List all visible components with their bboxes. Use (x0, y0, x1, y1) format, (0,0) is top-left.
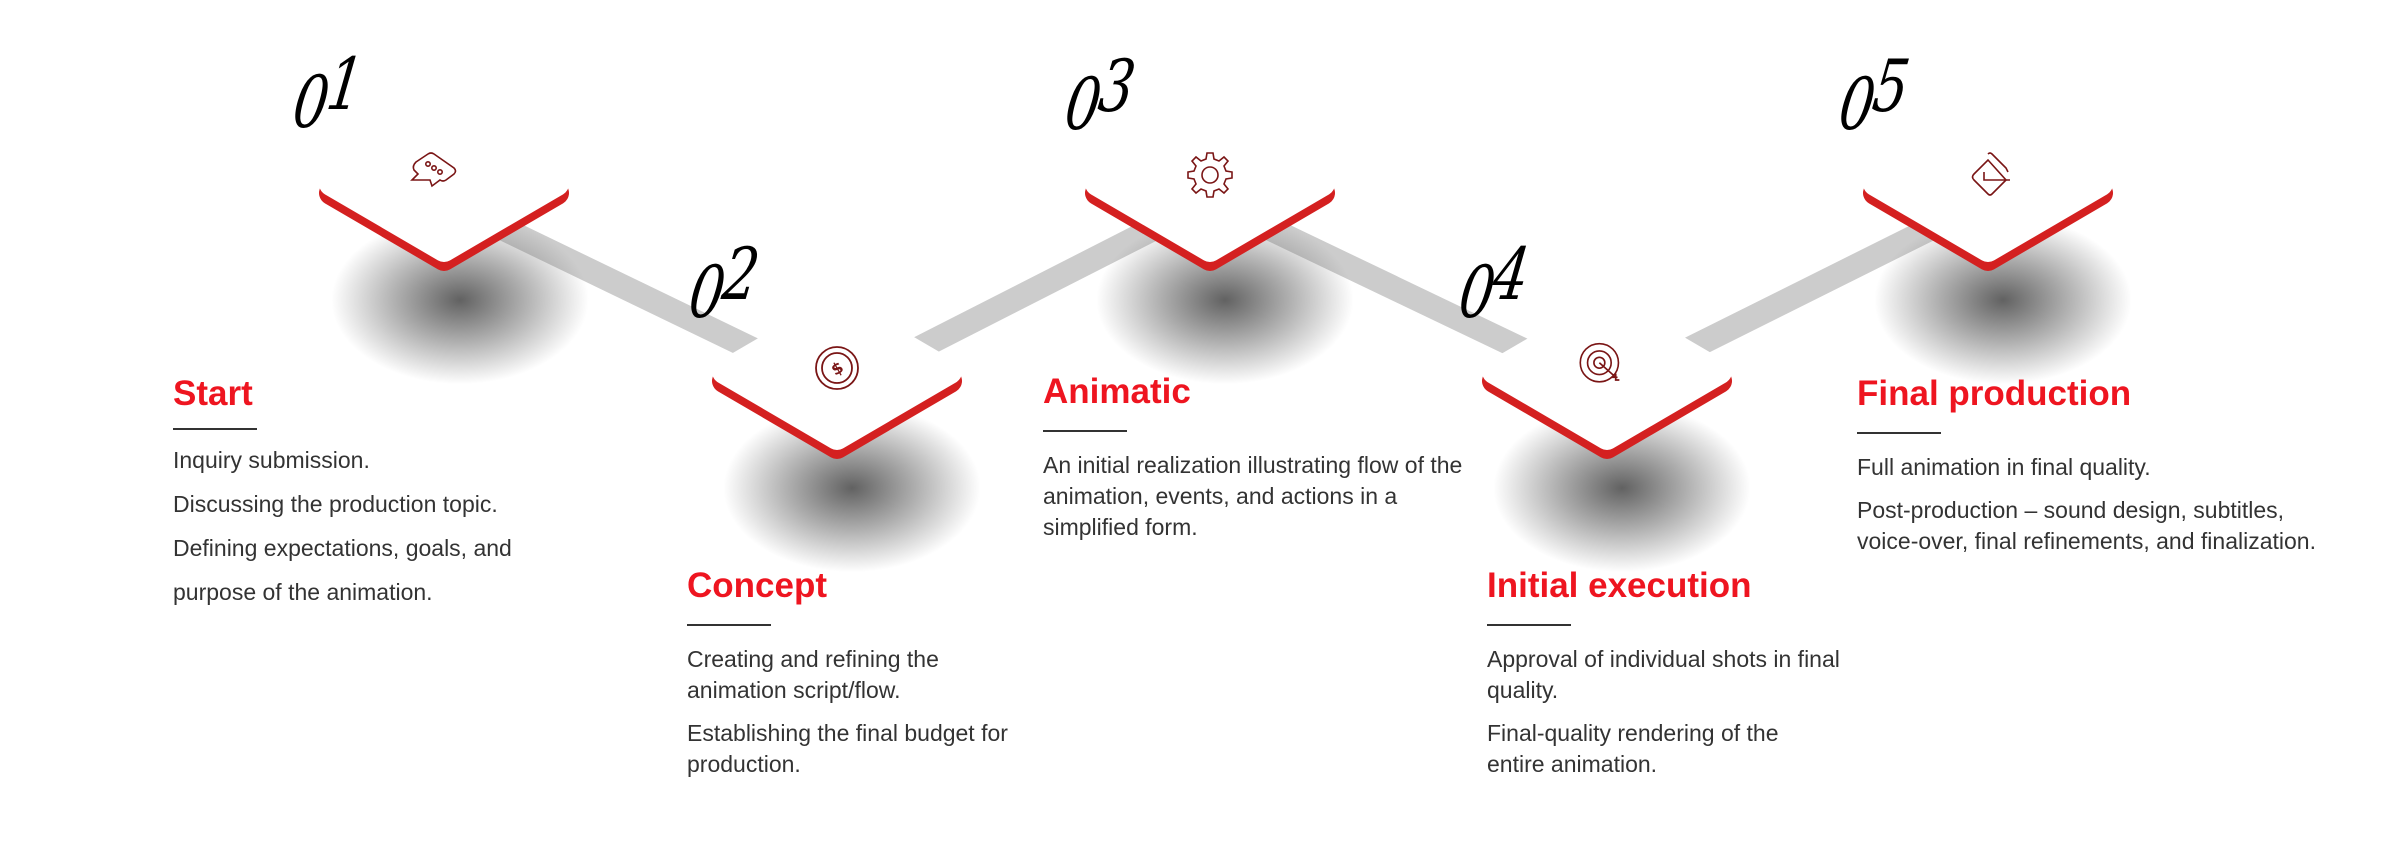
step-line: Final-quality rendering of the entire an… (1487, 720, 1779, 777)
step-3-text: Animatic An initial realization illustra… (1043, 370, 1473, 555)
title-underline (1487, 624, 1571, 626)
step-1-text: Start Inquiry submission. Discussing the… (173, 372, 573, 614)
dollar-coin-icon: $ (815, 346, 859, 390)
step-line: Full animation in final quality. (1857, 454, 2151, 480)
step-5-text: Final production Full animation in final… (1857, 372, 2347, 569)
step-line: An initial realization illustrating flow… (1043, 452, 1463, 540)
step-line: Discussing the production topic. (173, 491, 498, 517)
title-underline (1043, 430, 1127, 432)
step-title: Final production (1857, 374, 2132, 413)
step-line: Post-production – sound design, subtitle… (1857, 497, 2316, 554)
title-underline (687, 624, 771, 626)
step-4-text: Initial execution Approval of individual… (1487, 564, 1867, 792)
step-4-number: 04 (1454, 232, 1532, 334)
chat-bubble-icon (410, 152, 457, 188)
checkmark-diamond-icon (1971, 152, 2010, 196)
step-4-tile (1482, 332, 1732, 459)
title-underline (173, 428, 257, 430)
step-5-tile (1863, 144, 2113, 271)
step-title: Animatic (1043, 372, 1191, 411)
gear-icon (1187, 152, 1233, 198)
step-line: Inquiry submission. (173, 447, 370, 473)
svg-text:$: $ (828, 357, 847, 379)
target-icon (1579, 342, 1620, 383)
step-line: purpose of the animation. (173, 579, 433, 605)
step-3-number: 03 (1060, 44, 1138, 146)
step-1-tile (319, 144, 569, 271)
step-title: Initial execution (1487, 566, 1752, 605)
step-2-number: 02 (684, 232, 762, 334)
step-title: Concept (687, 566, 827, 605)
step-line: Establishing the final budget for produc… (687, 720, 1008, 777)
title-underline (1857, 432, 1941, 434)
step-2-text: Concept Creating and refining the animat… (687, 564, 1057, 792)
step-line: Defining expectations, goals, and (173, 535, 512, 561)
step-5-number: 05 (1834, 44, 1912, 146)
step-line: Creating and refining the animation scri… (687, 646, 939, 703)
step-line: Approval of individual shots in final qu… (1487, 646, 1840, 703)
step-1-number: 01 (288, 42, 366, 144)
step-title: Start (173, 374, 253, 413)
